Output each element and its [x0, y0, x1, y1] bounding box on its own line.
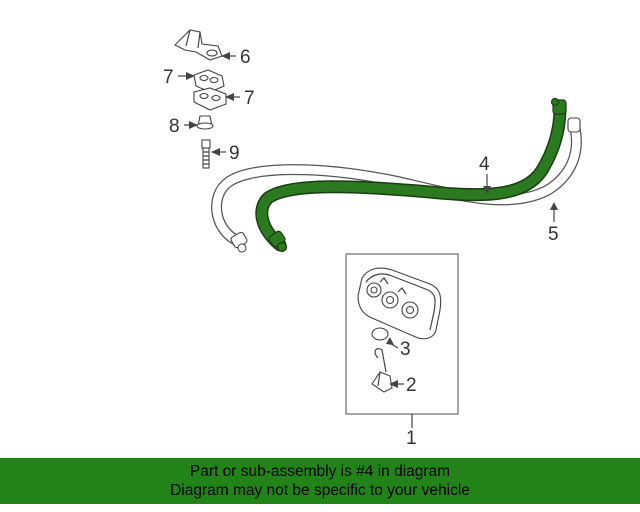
callout-9: 9	[229, 143, 240, 164]
hose-part-4-highlighted[interactable]	[255, 97, 567, 253]
callout-3: 3	[400, 339, 411, 360]
nut-part-8[interactable]	[196, 115, 214, 130]
bracket-part-6[interactable]	[174, 29, 223, 61]
arrow-3	[386, 337, 394, 345]
arrow-4	[483, 186, 491, 194]
arrow-7a	[186, 72, 195, 80]
callout-7a: 7	[163, 67, 174, 88]
clamp-lower-part-7[interactable]	[193, 87, 227, 111]
banner-line-2: Diagram may not be specific to your vehi…	[170, 482, 470, 499]
bolt-part-9[interactable]	[201, 139, 211, 169]
clip-part-2[interactable]	[371, 348, 393, 393]
callout-4: 4	[479, 154, 490, 175]
arrow-7b	[225, 93, 234, 101]
arrow-9	[211, 148, 220, 156]
callout-1: 1	[406, 428, 417, 449]
banner-line-1: Part or sub-assembly is #4 in diagram	[189, 463, 451, 480]
info-banner: Part or sub-assembly is #4 in diagram Di…	[0, 458, 640, 504]
arrow-6	[221, 52, 230, 60]
callout-5: 5	[548, 224, 559, 245]
callout-7b: 7	[244, 88, 255, 109]
arrow-5	[550, 202, 558, 210]
hose-part-5[interactable]	[211, 117, 582, 253]
o-ring-part-3[interactable]	[371, 327, 389, 341]
callout-8: 8	[169, 116, 180, 137]
callout-6: 6	[240, 47, 251, 68]
parts-diagram: 4 5 6 7 7 8 9	[163, 29, 582, 449]
arrow-2	[389, 380, 398, 388]
callout-2: 2	[406, 375, 417, 396]
arrow-8	[189, 121, 198, 129]
oil-cooler-part-1[interactable]	[357, 267, 442, 340]
clamp-upper-part-7[interactable]	[193, 69, 225, 93]
